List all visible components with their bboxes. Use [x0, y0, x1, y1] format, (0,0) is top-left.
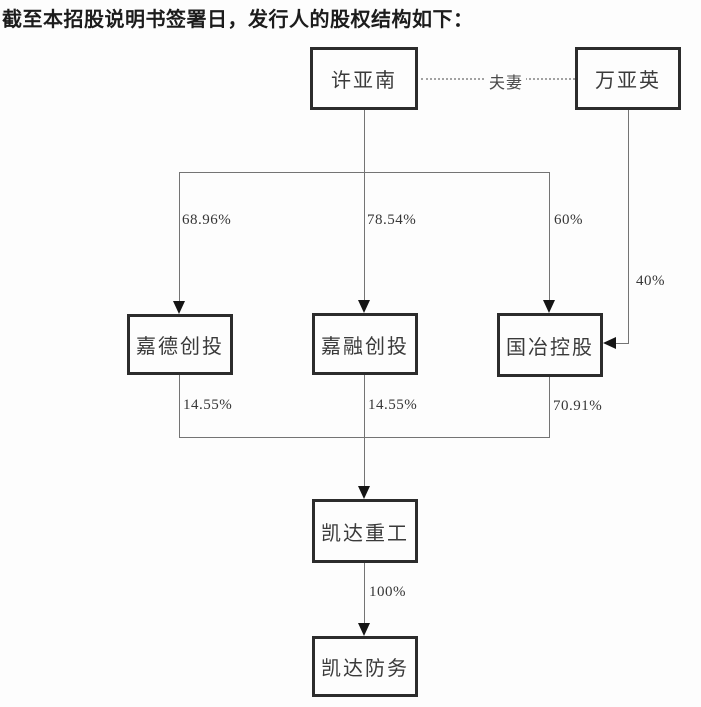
pct-heavy-defense: 100% — [369, 584, 406, 600]
connector-guoye-down — [549, 377, 550, 438]
node-kaida-defense-label: 凯达防务 — [321, 658, 409, 680]
node-jiade-venture-label: 嘉德创投 — [136, 336, 224, 358]
arrow-into-kaida-heavy-icon — [358, 486, 370, 499]
arrow-into-jiade-icon — [173, 301, 185, 314]
node-guoye-holding-label: 国冶控股 — [506, 336, 594, 359]
connector-top-rail — [179, 172, 550, 173]
node-jiarong-venture-label: 嘉融创投 — [321, 335, 409, 358]
node-guoye-holding: 国冶控股 — [497, 313, 603, 377]
arrow-into-guoye-right-icon — [603, 337, 616, 349]
pct-guoye-heavy: 70.91% — [553, 398, 603, 414]
connector-jiade-down — [179, 375, 180, 438]
connector-wan-down — [628, 110, 629, 344]
pct-xu-guoye: 60% — [554, 212, 583, 228]
arrow-into-guoye-icon — [543, 300, 555, 313]
node-jiade-venture: 嘉德创投 — [127, 314, 233, 375]
node-jiarong-venture: 嘉融创投 — [312, 313, 418, 375]
arrow-into-jiarong-icon — [358, 300, 370, 313]
arrow-into-kaida-defense-icon — [358, 623, 370, 636]
node-xu-yanan: 许亚南 — [310, 47, 418, 110]
connector-bottom-rail — [179, 437, 550, 438]
node-wan-yaying-label: 万亚英 — [595, 70, 661, 92]
spouse-relation-label: 夫妻 — [486, 69, 527, 93]
connector-heavy-down — [364, 563, 365, 623]
node-kaida-heavy-label: 凯达重工 — [321, 522, 409, 545]
spouse-dotted-line-left — [421, 78, 484, 80]
connector-xu-down — [364, 110, 365, 301]
node-kaida-defense: 凯达防务 — [312, 636, 418, 697]
connector-wan-left — [616, 343, 629, 344]
pct-jiarong-heavy: 14.55% — [368, 397, 418, 413]
connector-jiarong-down — [364, 375, 365, 487]
spouse-dotted-line-right — [521, 78, 575, 80]
node-wan-yaying: 万亚英 — [575, 47, 681, 110]
pct-jiade-heavy: 14.55% — [183, 397, 233, 413]
pct-xu-jiade: 68.96% — [182, 212, 232, 228]
connector-drop-guoye — [549, 172, 550, 301]
pct-xu-jiarong: 78.54% — [367, 212, 417, 228]
section-title: 截至本招股说明书签署日，发行人的股权结构如下： — [2, 9, 474, 31]
node-xu-yanan-label: 许亚南 — [331, 70, 397, 92]
node-kaida-heavy: 凯达重工 — [312, 499, 418, 563]
connector-drop-jiade — [179, 172, 180, 302]
pct-wan-guoye: 40% — [636, 273, 665, 289]
